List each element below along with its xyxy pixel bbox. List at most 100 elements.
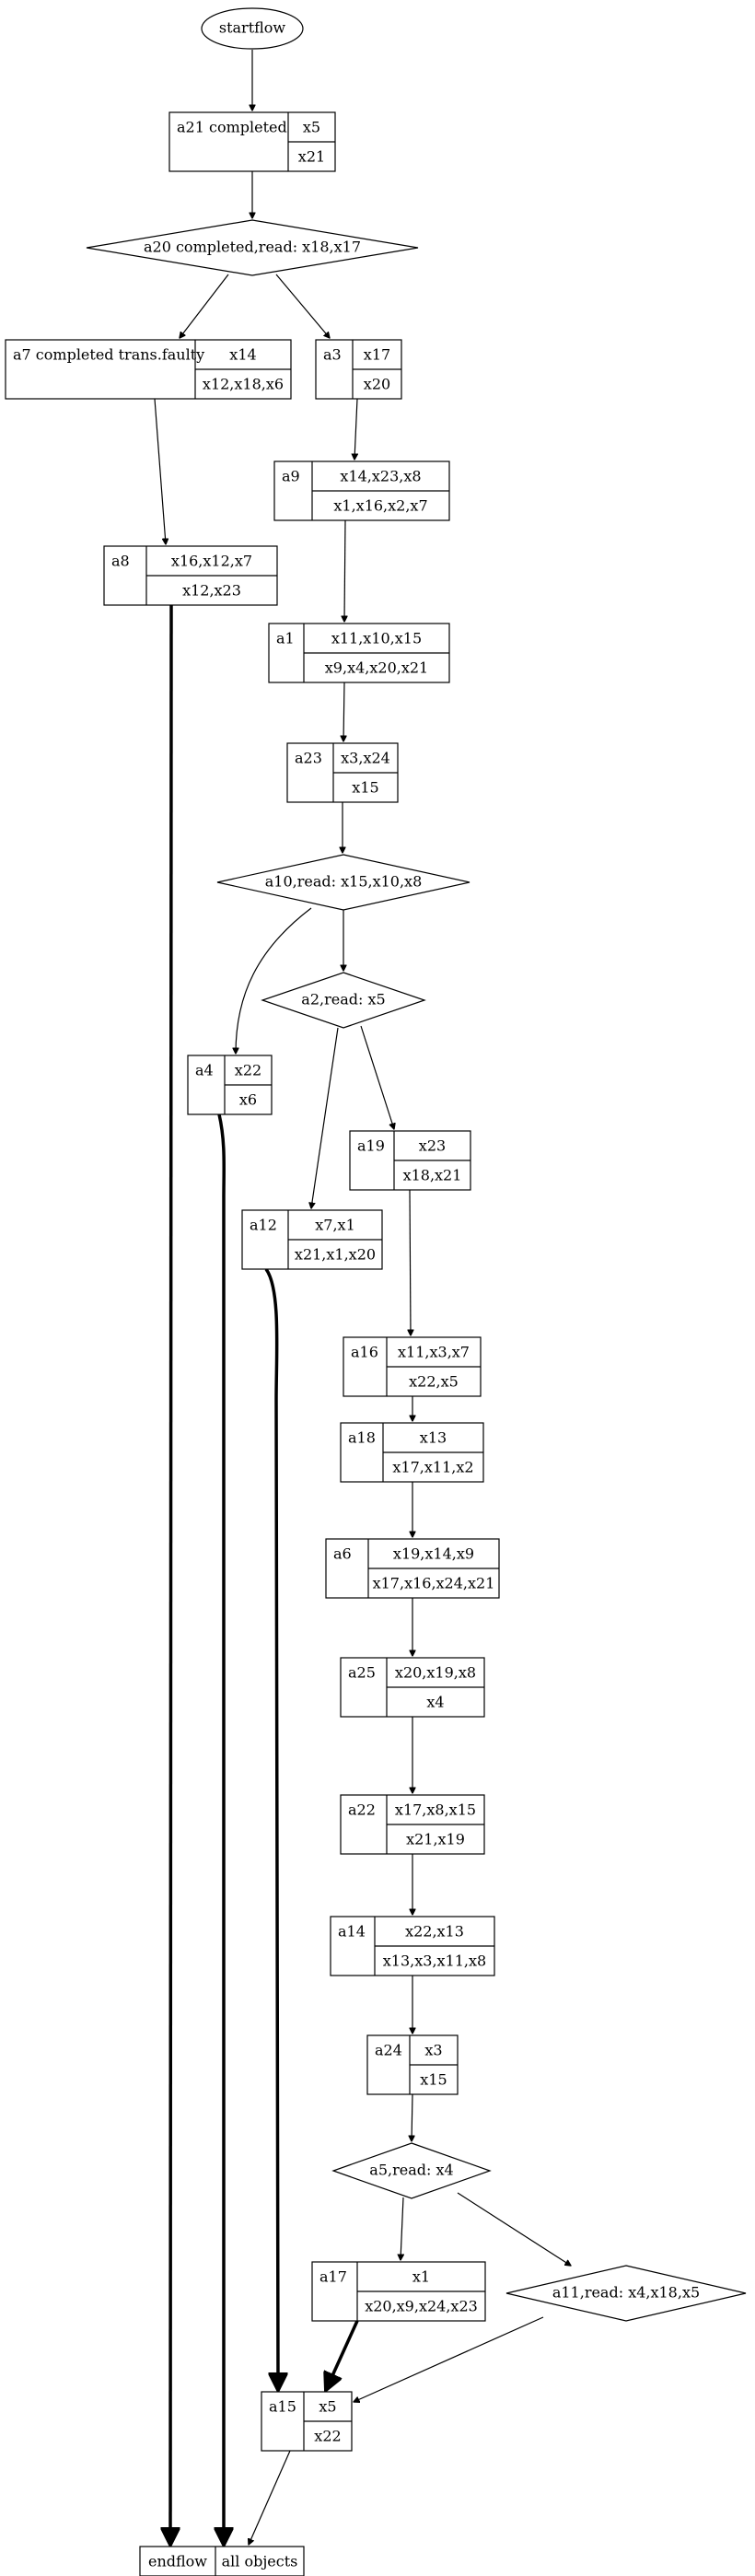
- edge-a8-to-end: [170, 604, 171, 2545]
- record-bottom-value: x13,x3,x11,x8: [383, 1952, 486, 1970]
- record-name: a12: [250, 1217, 277, 1234]
- record-name: a15: [269, 2398, 296, 2416]
- record-top-value: x5: [319, 2398, 336, 2416]
- record-top-value: x11,x10,x15: [331, 630, 422, 647]
- record-name: a1: [276, 630, 295, 647]
- nodes-layer: startflow a21 completed x5 x21 a20 completed…: [5, 7, 747, 2576]
- record-top-value: x17: [364, 346, 390, 364]
- decision-label: a2,read: x5: [301, 991, 385, 1008]
- record-name: a4: [195, 1062, 214, 1079]
- end-left-label: endflow: [148, 2553, 207, 2570]
- edge-a3-to-a9: [354, 398, 357, 460]
- node-d_a10: a10,read: x15,x10,x8: [216, 854, 470, 911]
- edge-a15-to-end: [249, 2450, 291, 2545]
- node-a3: a3 x17 x20: [315, 339, 402, 400]
- record-top-value: x17,x8,x15: [395, 1801, 476, 1819]
- record-top-value: x16,x12,x7: [171, 553, 252, 570]
- edge-d_a20-to-a3: [275, 274, 330, 338]
- edge-d_a11-to-a15: [354, 2316, 544, 2402]
- record-bottom-value: x21: [298, 148, 325, 166]
- edge-a19-to-a16: [410, 1189, 411, 1335]
- edge-d_a10-to-a4: [236, 907, 312, 1054]
- record-name: a9: [282, 468, 300, 485]
- node-a25: a25 x20,x19,x8 x4: [340, 1657, 485, 1718]
- record-bottom-value: x17,x11,x2: [392, 1459, 473, 1476]
- record-top-value: x1: [412, 2268, 430, 2286]
- record-bottom-value: x20,x9,x24,x23: [365, 2298, 478, 2315]
- record-top-value: x3,x24: [341, 750, 390, 767]
- decision-diamond: [216, 854, 470, 911]
- decision-diamond: [261, 972, 426, 1029]
- record-bottom-value: x22: [314, 2428, 341, 2445]
- record-name: a19: [357, 1137, 385, 1155]
- start-ellipse: [201, 7, 304, 50]
- node-a23: a23 x3,x24 x15: [286, 742, 399, 803]
- record-bottom-value: x21,x19: [406, 1831, 465, 1848]
- record-bottom-value: x15: [420, 2071, 447, 2089]
- edge-a12-to-a15: [264, 1267, 278, 2390]
- decision-label: a11,read: x4,x18,x5: [552, 2284, 700, 2302]
- edge-d_a20-to-a7: [180, 274, 229, 338]
- record-bottom-value: x4: [426, 1694, 444, 1711]
- node-start: startflow: [201, 7, 304, 50]
- record-top-value: x22,x13: [405, 1923, 464, 1941]
- node-a24: a24 x3 x15: [366, 2034, 459, 2095]
- record-name: a16: [351, 1344, 378, 1361]
- node-a15: a15 x5 x22: [261, 2391, 353, 2452]
- record-top-value: x14,x23,x8: [340, 468, 421, 485]
- record-name: a25: [348, 1664, 376, 1682]
- record-name: a17: [319, 2268, 347, 2286]
- record-name: a21 completed: [177, 119, 287, 136]
- node-a4: a4 x22 x6: [187, 1055, 273, 1115]
- record-top-value: x5: [303, 119, 320, 136]
- record-bottom-value: x18,x21: [403, 1167, 462, 1184]
- node-a9: a9 x14,x23,x8 x1,x16,x2,x7: [273, 460, 450, 521]
- edge-d_a2-to-a12: [311, 1027, 339, 1208]
- decision-diamond: [505, 2265, 747, 2322]
- edge-a9-to-a1: [344, 519, 345, 622]
- record-bottom-value: x6: [239, 1091, 257, 1109]
- record-name: a23: [295, 750, 322, 767]
- record-bottom-value: x9,x4,x20,x21: [325, 659, 428, 677]
- decision-label: a20 completed,read: x18,x17: [144, 239, 361, 256]
- edge-a7-to-a8: [154, 398, 166, 544]
- end-box: [139, 2546, 305, 2576]
- node-d_a2: a2,read: x5: [261, 972, 426, 1029]
- record-bottom-value: x20: [364, 376, 390, 393]
- record-name: a24: [375, 2042, 402, 2059]
- record-bottom-value: x17,x16,x24,x21: [373, 1575, 495, 1592]
- decision-diamond: [86, 219, 419, 276]
- record-bottom-value: x22,x5: [409, 1373, 459, 1391]
- record-top-value: x13: [420, 1429, 447, 1447]
- record-name: a6: [333, 1545, 352, 1563]
- edge-d_a5-to-d_a11: [457, 2192, 571, 2266]
- decision-label: a10,read: x15,x10,x8: [265, 873, 423, 891]
- record-top-value: x20,x19,x8: [395, 1664, 476, 1682]
- record-top-value: x19,x14,x9: [393, 1545, 474, 1563]
- edge-d_a5-to-a17: [401, 2197, 403, 2260]
- edge-d_a2-to-a19: [360, 1025, 394, 1129]
- decision-diamond: [331, 2142, 492, 2199]
- node-a21: a21 completed x5 x21: [168, 111, 336, 172]
- record-name: a7 completed trans.faulty: [13, 346, 204, 364]
- record-top-value: x22: [235, 1062, 261, 1079]
- start-label: startflow: [219, 19, 286, 37]
- edges-layer: [154, 50, 571, 2545]
- edge-a1-to-a23: [343, 682, 344, 741]
- record-bottom-value: x15: [352, 779, 378, 797]
- record-bottom-value: x1,x16,x2,x7: [333, 497, 427, 515]
- edge-a17-to-a15: [326, 2320, 359, 2390]
- record-top-value: x3: [424, 2042, 442, 2059]
- record-bottom-value: x21,x1,x20: [295, 1246, 376, 1264]
- record-name: a8: [111, 553, 130, 570]
- record-name: a3: [323, 346, 342, 364]
